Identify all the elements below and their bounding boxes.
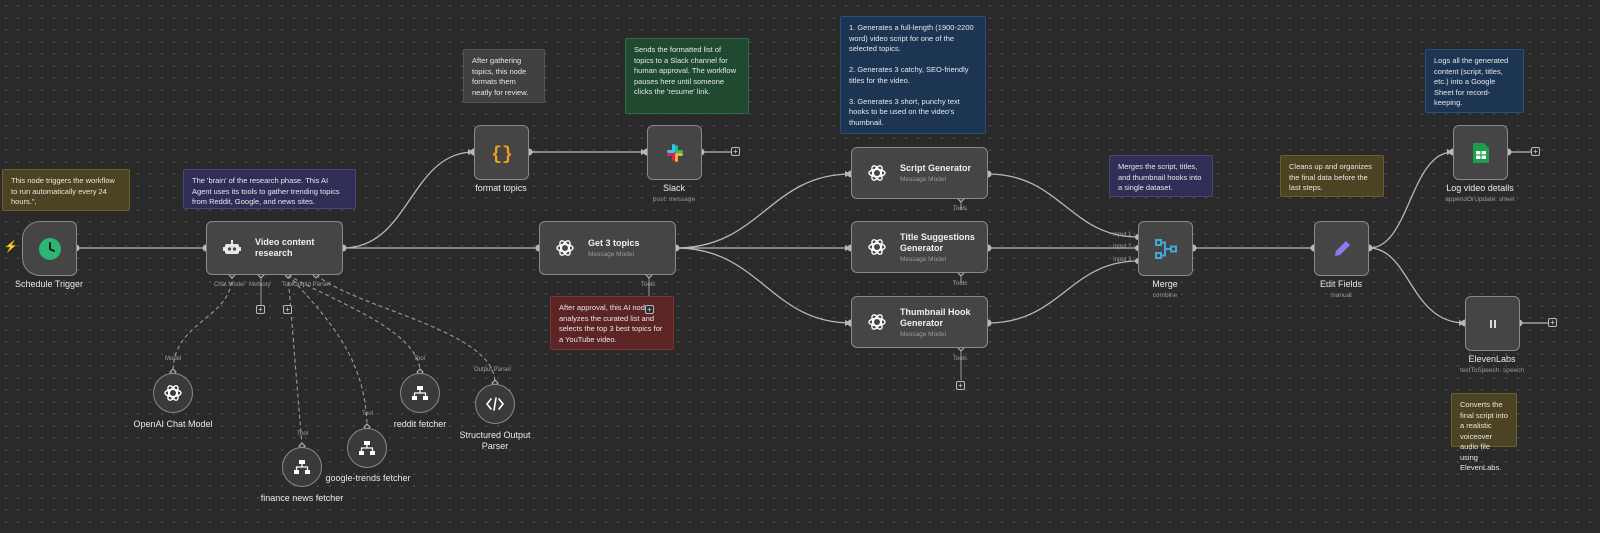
clock-icon	[38, 237, 61, 260]
thumb-title: Thumbnail Hook Generator	[900, 306, 971, 328]
structured-output-parser-label: Structured Output Parser	[459, 430, 531, 451]
openai-chat-model-node[interactable]	[153, 373, 193, 413]
elevenlabs-add-button[interactable]: +	[1548, 318, 1557, 327]
merge-icon	[1154, 238, 1177, 259]
note-approval[interactable]: After approval, this AI node analyzes th…	[550, 296, 674, 350]
handle-output-parser: Output Parser	[293, 282, 331, 288]
slack-add-button[interactable]: +	[731, 147, 740, 156]
structured-output-parser-node[interactable]	[475, 384, 515, 424]
slack-sub: post: message	[652, 196, 696, 203]
trigger-bolt-icon: ⚡	[4, 241, 18, 253]
merge-input-1: Input 1	[1113, 232, 1132, 238]
script-tools-handle: Tools	[953, 206, 968, 212]
log-video-details-node[interactable]	[1453, 125, 1508, 180]
openai-icon	[554, 237, 576, 259]
code-braces-icon: {}	[491, 145, 513, 164]
log-sub: appendOrUpdate: sheet	[1445, 196, 1515, 203]
edit-fields-label: Edit Fields	[1319, 279, 1363, 289]
google-sheets-icon	[1472, 142, 1489, 163]
titles-sub: Message Model	[900, 255, 946, 263]
format-topics-node[interactable]: {}	[474, 125, 529, 180]
handle-tool: Tool	[282, 282, 294, 288]
finance-tool-handle: Tool	[297, 431, 309, 437]
get3-title: Get 3 topics	[588, 238, 640, 248]
edit-fields-sub: manual	[1330, 292, 1352, 299]
schedule-trigger-label: Schedule Trigger	[14, 279, 84, 289]
openai-icon	[164, 385, 182, 401]
handle-chat-model: Chat Model	[214, 282, 245, 288]
code-icon	[486, 397, 504, 411]
elevenlabs-sub: textToSpeech: speech	[1460, 367, 1524, 374]
finance-news-fetcher-node[interactable]	[282, 447, 322, 487]
openai-icon	[866, 236, 888, 258]
note-research-brain[interactable]: The 'brain' of the research phase. This …	[183, 169, 356, 209]
gtrends-tool-handle: Tool	[362, 411, 374, 417]
pencil-icon	[1334, 240, 1350, 256]
note-slack[interactable]: Sends the formatted list of topics to a …	[625, 38, 749, 114]
get3-tools-handle: Tools	[641, 282, 656, 288]
titles-title: Title Suggestions Generator	[900, 231, 975, 253]
get3-add-tool-button[interactable]: +	[645, 305, 654, 314]
elevenlabs-label: ElevenLabs	[1468, 354, 1516, 364]
note-elevenlabs[interactable]: Converts the final script into a realist…	[1451, 393, 1517, 472]
merge-input-2: Input 2	[1113, 244, 1132, 250]
network-icon	[294, 460, 310, 474]
openai-model-handle: Model	[165, 356, 182, 362]
note-cleanup[interactable]: Cleans up and organizes the final data b…	[1280, 155, 1384, 197]
reddit-fetcher-label: reddit fetcher	[393, 419, 447, 429]
merge-node[interactable]	[1138, 221, 1193, 276]
note-schedule[interactable]: This node triggers the workflow to run a…	[2, 169, 130, 211]
get3-sub: Message Model	[588, 251, 634, 258]
elevenlabs-node[interactable]	[1465, 296, 1520, 351]
titles-tools-handle: Tools	[953, 281, 968, 287]
script-sub: Message Model	[900, 176, 946, 183]
add-tool-button[interactable]: +	[283, 305, 292, 314]
reddit-fetcher-node[interactable]	[400, 373, 440, 413]
edit-fields-node[interactable]	[1314, 221, 1369, 276]
schedule-trigger-node[interactable]	[22, 221, 77, 276]
merge-sub: combine	[1152, 292, 1178, 299]
thumb-sub: Message Model	[900, 330, 946, 338]
note-generators[interactable]: 1. Generates a full-length (1900-2200 wo…	[840, 16, 986, 134]
openai-chat-model-label: OpenAI Chat Model	[133, 419, 213, 429]
handle-memory: Memory	[249, 282, 271, 288]
robot-icon	[221, 237, 243, 259]
thumb-add-tool-button[interactable]: +	[956, 381, 965, 390]
merge-input-3: Input 3	[1113, 257, 1132, 263]
parser-output-handle: Output Parser	[474, 367, 512, 373]
openai-icon	[866, 162, 888, 184]
elevenlabs-icon	[1489, 319, 1496, 328]
merge-label: Merge	[1152, 279, 1178, 289]
note-merge[interactable]: Merges the script, titles, and thumbnail…	[1109, 155, 1213, 197]
script-title: Script Generator	[900, 163, 972, 173]
openai-icon	[866, 311, 888, 333]
google-trends-fetcher-node[interactable]	[347, 428, 387, 468]
add-memory-button[interactable]: +	[256, 305, 265, 314]
slack-label: Slack	[662, 183, 685, 193]
slack-node[interactable]	[647, 125, 702, 180]
video-content-research-node[interactable]: Video content research	[206, 221, 343, 275]
log-add-button[interactable]: +	[1531, 147, 1540, 156]
note-format[interactable]: After gathering topics, this node format…	[463, 49, 545, 103]
finance-news-fetcher-label: finance news fetcher	[260, 493, 344, 503]
note-log[interactable]: Logs all the generated content (script, …	[1425, 49, 1524, 113]
svg-text:{}: {}	[491, 145, 513, 164]
reddit-tool-handle: Tool	[414, 356, 426, 362]
thumb-tools-handle: Tools	[953, 356, 968, 362]
log-label: Log video details	[1446, 183, 1514, 193]
google-trends-fetcher-label: google-trends fetcher	[325, 473, 411, 483]
network-icon	[412, 386, 428, 400]
format-topics-label: format topics	[475, 183, 527, 193]
research-title: Video content research	[255, 237, 315, 258]
network-icon	[359, 441, 375, 455]
slack-icon	[666, 143, 683, 162]
